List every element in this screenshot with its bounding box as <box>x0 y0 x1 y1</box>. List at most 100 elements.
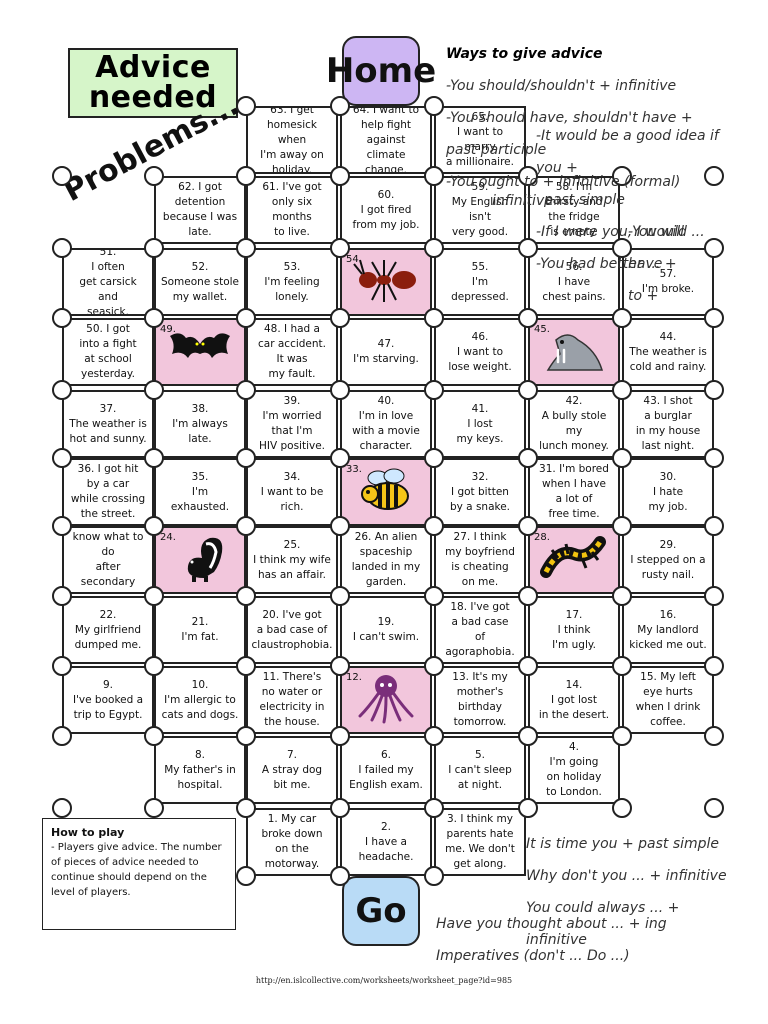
advice-line: have <box>628 256 663 272</box>
board-connector-dot <box>612 516 632 536</box>
board-square-31: 31. I'm bored when I have a lot of free … <box>528 458 620 526</box>
board-square-40: 40. I'm in love with a movie character. <box>340 390 432 458</box>
square-number: 54. <box>346 254 362 265</box>
board-connector-dot <box>518 586 538 606</box>
board-square-29: 29. I stepped on a rusty nail. <box>622 526 714 594</box>
square-text: 57. I'm broke. <box>641 268 695 295</box>
board-connector-dot <box>518 656 538 676</box>
board-square-18: 18. I've got a bad case of agoraphobia. <box>434 596 526 664</box>
board-connector-dot <box>52 166 72 186</box>
board-square-9: 9. I've booked a trip to Egypt. <box>62 666 154 734</box>
board-square-48: 48. I had a car accident. It was my faul… <box>246 318 338 386</box>
board-square-38: 38. I'm always late. <box>154 390 246 458</box>
board-square-15: 15. My left eye hurts when I drink coffe… <box>622 666 714 734</box>
board-connector-dot <box>144 656 164 676</box>
board-connector-dot <box>424 96 444 116</box>
board-connector-dot <box>518 308 538 328</box>
board-square-39: 39. I'm worried that I'm HIV positive. <box>246 390 338 458</box>
board-connector-dot <box>144 308 164 328</box>
board-square-25: 25. I think my wife has an affair. <box>246 526 338 594</box>
square-text: 55. I'm depressed. <box>451 260 509 303</box>
advice-line: -It would be a good idea if <box>536 128 719 144</box>
advice-bottom-box: It is time you + past simple Why don't y… <box>526 820 766 964</box>
board-connector-dot <box>236 798 256 818</box>
board-connector-dot <box>704 308 724 328</box>
board-square-1: 1. My car broke down on the motorway. <box>246 808 338 876</box>
board-square-61: 61. I've got only six months to live. <box>246 176 338 244</box>
board-square-50: 50. I got into a fight at school yesterd… <box>62 318 154 386</box>
board-square-27: 27. I think my boyfriend is cheating on … <box>434 526 526 594</box>
board-connector-dot <box>236 866 256 886</box>
square-text: 35. I'm exhausted. <box>170 470 230 513</box>
board-connector-dot <box>330 380 350 400</box>
advice-line: It is time you + past simple <box>526 836 720 852</box>
square-number: 49. <box>160 324 176 335</box>
square-text: 31. I'm bored when I have a lot of free … <box>539 463 609 520</box>
lizard-icon <box>538 532 610 589</box>
octopus-icon <box>350 672 422 729</box>
board-connector-dot <box>518 516 538 536</box>
board-connector-dot <box>236 448 256 468</box>
board-square-43: 43. I shot a burglar in my house last ni… <box>622 390 714 458</box>
board-square-22: 22. My girlfriend dumped me. <box>62 596 154 664</box>
board-connector-dot <box>424 516 444 536</box>
how-to-play-box: How to play - Players give advice. The n… <box>42 818 236 930</box>
square-text: 50. I got into a fight at school yesterd… <box>79 323 137 380</box>
board-square-36: 36. I got hit by a car while crossing th… <box>62 458 154 526</box>
board-square-5: 5. I can't sleep at night. <box>434 736 526 804</box>
board-square-49: 49. <box>154 318 246 386</box>
board-square-64: 64. I want to help fight against climate… <box>340 106 432 174</box>
board-connector-dot <box>330 96 350 116</box>
board-square-26: 26. An alien spaceship landed in my gard… <box>340 526 432 594</box>
board-connector-dot <box>704 380 724 400</box>
square-text: 14. I got lost in the desert. <box>538 678 610 721</box>
board-connector-dot <box>704 656 724 676</box>
advice-line: Why don't you ... + infinitive <box>526 868 727 884</box>
board-connector-dot <box>52 798 72 818</box>
square-text: 21. I'm fat. <box>181 616 219 643</box>
square-text: 1. My car broke down on the motorway. <box>261 813 323 870</box>
board-square-14: 14. I got lost in the desert. <box>528 666 620 734</box>
advice-bottom-box-2: Have you thought about ... + ing Imperat… <box>436 900 736 980</box>
board-connector-dot <box>424 726 444 746</box>
board-square-44: 44. The weather is cold and rainy. <box>622 318 714 386</box>
square-text: 43. I shot a burglar in my house last ni… <box>635 395 701 452</box>
board-connector-dot <box>236 238 256 258</box>
board-square-32: 32. I got bitten by a snake. <box>434 458 526 526</box>
board-connector-dot <box>52 238 72 258</box>
board-square-6: 6. I failed my English exam. <box>340 736 432 804</box>
square-text: 15. My left eye hurts when I drink coffe… <box>635 671 701 728</box>
square-text: 20. I've got a bad case of claustrophobi… <box>251 608 333 651</box>
advice-line: infinitive <box>526 932 587 948</box>
square-text: 30. I hate my job. <box>648 470 688 513</box>
board-connector-dot <box>612 586 632 606</box>
square-number: 28. <box>534 532 550 543</box>
square-text: 16. My landlord kicked me out. <box>629 608 707 651</box>
board-connector-dot <box>330 656 350 676</box>
board-square-4: 4. I'm going on holiday to London. <box>528 736 620 804</box>
board-square-34: 34. I want to be rich. <box>246 458 338 526</box>
square-text: 56. I have chest pains. <box>542 260 606 303</box>
square-text: 27. I think my boyfriend is cheating on … <box>445 531 515 588</box>
bee-icon <box>350 464 422 521</box>
board-square-47: 47. I'm starving. <box>340 318 432 386</box>
square-text: 32. I got bitten by a snake. <box>449 470 511 513</box>
square-text: 65. I want to marry a millionaire. <box>446 111 514 168</box>
board-connector-dot <box>236 166 256 186</box>
advice-line: -You had better ... + <box>536 256 677 272</box>
footer-url: http://en.islcollective.com/worksheets/w… <box>255 976 513 985</box>
square-text: 34. I want to be rich. <box>260 470 324 513</box>
square-text: 19. I can't swim. <box>352 616 420 643</box>
go-square: Go <box>342 876 420 946</box>
square-text: 58. I'm thirsty and the fridge is empty. <box>545 181 603 238</box>
board-square-54: 54. <box>340 248 432 316</box>
skunk-icon <box>164 532 236 589</box>
title-line-1: Advice <box>95 50 211 85</box>
board-connector-dot <box>518 380 538 400</box>
board-connector-dot <box>144 238 164 258</box>
board-connector-dot <box>236 96 256 116</box>
square-text: 60. I got fired from my job. <box>352 188 420 231</box>
board-connector-dot <box>424 238 444 258</box>
board-connector-dot <box>612 656 632 676</box>
square-text: 18. I've got a bad case of agoraphobia. <box>445 601 515 658</box>
